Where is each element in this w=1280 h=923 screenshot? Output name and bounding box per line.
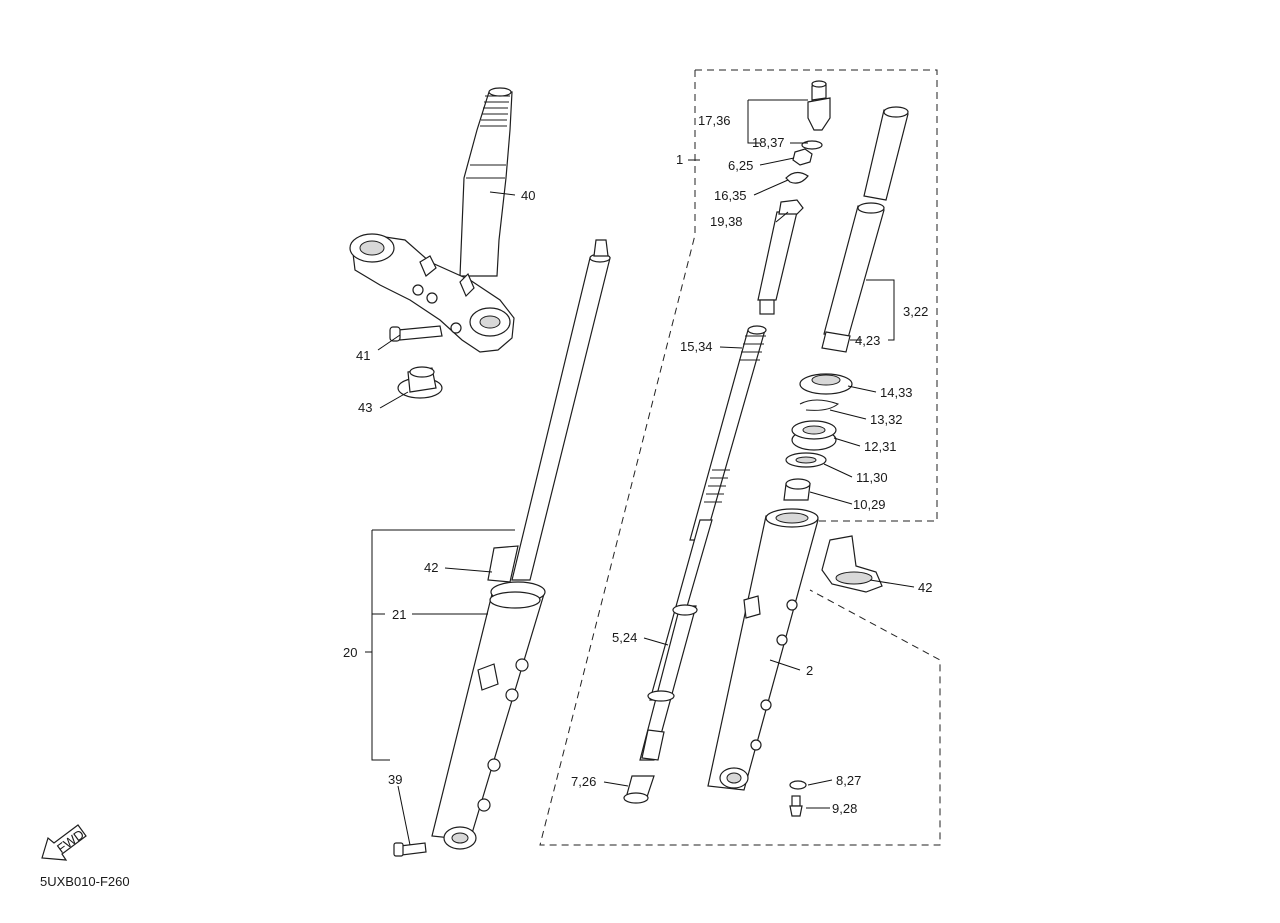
callout-6-25: 6,25 [728, 158, 753, 173]
right-outer-tube [707, 508, 819, 791]
callout-21: 21 [392, 607, 406, 622]
fork-protector [821, 535, 883, 593]
callout-4-23: 4,23 [855, 333, 880, 348]
callout-43: 43 [358, 400, 372, 415]
callout-42-left: 42 [424, 560, 438, 575]
bolt-39 [393, 842, 427, 857]
clip-16 [785, 171, 809, 184]
damper-rod-holder [757, 199, 804, 315]
callout-14-33: 14,33 [880, 385, 913, 400]
diagram-code: 5UXB010-F260 [40, 874, 130, 889]
collar-43 [397, 366, 443, 399]
right-inner-tube [821, 106, 909, 353]
slide-metal [783, 478, 811, 501]
callout-40: 40 [521, 188, 535, 203]
o-ring-18 [801, 140, 823, 150]
callout-12-31: 12,31 [864, 439, 897, 454]
callout-labels: 40 41 43 42 21 20 39 1 17,36 18,37 6,25 … [343, 113, 932, 816]
assembly-boundary [539, 69, 941, 846]
callout-18-37: 18,37 [752, 135, 785, 150]
dust-seal [799, 373, 853, 395]
callout-brackets [365, 99, 895, 761]
leader-lines [377, 142, 915, 846]
oil-seal [791, 420, 837, 451]
steering-stem [459, 87, 513, 277]
washer-8 [789, 780, 807, 790]
callout-11-30: 11,30 [856, 470, 888, 485]
callout-19-38: 19,38 [710, 214, 743, 229]
callout-9-28: 9,28 [832, 801, 857, 816]
left-outer-tube [431, 545, 546, 850]
callout-16-35: 16,35 [714, 188, 747, 203]
callout-42-right: 42 [918, 580, 932, 595]
lower-bracket [349, 233, 515, 353]
callout-7-26: 7,26 [571, 774, 596, 789]
callout-41: 41 [356, 348, 370, 363]
bolt-41 [389, 325, 443, 342]
callout-2: 2 [806, 663, 813, 678]
nut-6 [792, 148, 813, 166]
oil-lock-piece [623, 775, 655, 804]
fork-cap-bolt [807, 80, 831, 131]
callout-1: 1 [676, 152, 683, 167]
washer-11 [785, 452, 827, 468]
callout-20: 20 [343, 645, 357, 660]
fork-spring [689, 325, 767, 541]
callout-39: 39 [388, 772, 402, 787]
callout-15-34: 15,34 [680, 339, 713, 354]
bolt-9 [789, 795, 803, 817]
callout-8-27: 8,27 [836, 773, 861, 788]
circlip [799, 399, 840, 411]
fwd-arrow-icon: FWD [41, 824, 87, 861]
callout-5-24: 5,24 [612, 630, 637, 645]
callout-17-36: 17,36 [698, 113, 731, 128]
callout-13-32: 13,32 [870, 412, 903, 427]
damper-rod [639, 519, 713, 761]
callout-10-29: 10,29 [853, 497, 886, 512]
left-inner-tube [511, 239, 611, 581]
callout-3-22: 3,22 [903, 304, 928, 319]
